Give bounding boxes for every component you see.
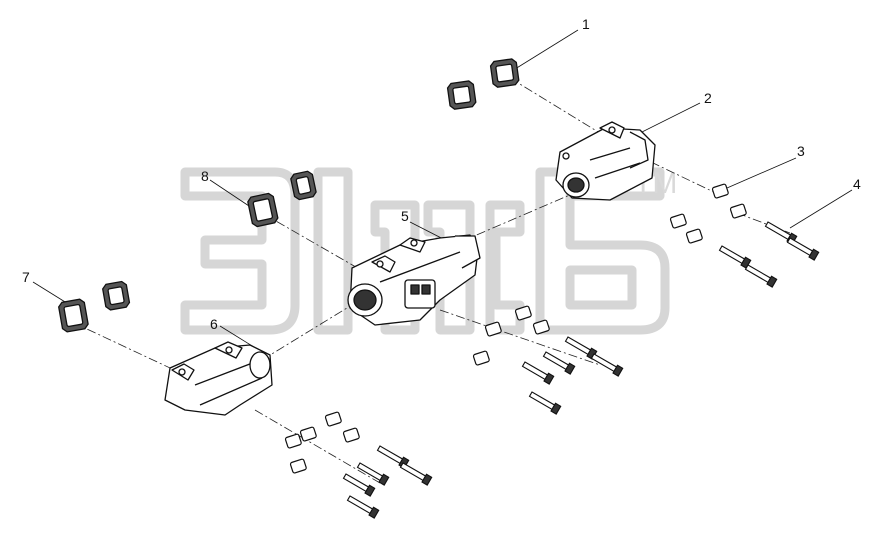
callout-7: 7 bbox=[22, 269, 30, 285]
bolt-icon bbox=[342, 473, 376, 497]
callout-8: 8 bbox=[201, 168, 209, 184]
gasket-pair-7 bbox=[58, 280, 131, 333]
bolt-icon bbox=[346, 495, 380, 519]
gasket-pair-8 bbox=[247, 170, 317, 228]
gasket-pair-1 bbox=[446, 58, 520, 110]
gasket-icon bbox=[290, 170, 317, 201]
bolt-icon bbox=[521, 361, 555, 385]
spacer-sleeves bbox=[284, 183, 747, 474]
gasket-icon bbox=[247, 192, 279, 228]
bolt-icon bbox=[744, 264, 778, 288]
callout-3: 3 bbox=[797, 143, 805, 159]
callout-6: 6 bbox=[210, 316, 218, 332]
manifold-section-2 bbox=[555, 121, 656, 201]
bolts bbox=[342, 221, 820, 519]
manifold-section-5 bbox=[347, 234, 481, 326]
gasket-icon bbox=[58, 298, 89, 333]
bolt-icon bbox=[542, 351, 576, 375]
bolt-icon bbox=[356, 462, 390, 486]
gasket-icon bbox=[102, 280, 131, 311]
bolt-icon bbox=[528, 391, 562, 415]
callout-4: 4 bbox=[853, 176, 861, 192]
callout-numbers: 1 2 3 4 5 6 7 8 bbox=[22, 16, 861, 332]
spacer-sleeve-icon bbox=[514, 305, 532, 321]
spacer-sleeve-icon bbox=[299, 426, 317, 442]
callout-1: 1 bbox=[582, 16, 590, 32]
spacer-sleeve-icon bbox=[342, 427, 360, 443]
callout-2: 2 bbox=[704, 90, 712, 106]
bolt-icon bbox=[376, 445, 410, 469]
manifold-section-6 bbox=[164, 341, 273, 416]
spacer-sleeve-icon bbox=[532, 319, 550, 335]
spacer-sleeve-icon bbox=[324, 411, 342, 427]
watermark-logo bbox=[180, 167, 670, 335]
spacer-sleeve-icon bbox=[711, 183, 729, 199]
bolt-icon bbox=[590, 353, 624, 377]
callout-5: 5 bbox=[401, 208, 409, 224]
spacer-sleeve-icon bbox=[484, 321, 502, 337]
spacer-sleeve-icon bbox=[289, 458, 307, 474]
bolt-icon bbox=[399, 462, 433, 486]
spacer-sleeve-icon bbox=[685, 228, 703, 244]
gasket-icon bbox=[489, 58, 520, 88]
bolt-icon bbox=[718, 245, 752, 269]
spacer-sleeve-icon bbox=[472, 350, 490, 366]
bolt-icon bbox=[786, 237, 820, 261]
bolt-icon bbox=[564, 336, 598, 360]
spacer-sleeve-icon bbox=[729, 203, 747, 219]
callout-leaders bbox=[32, 29, 853, 353]
spacer-sleeve-icon bbox=[669, 213, 687, 229]
gasket-icon bbox=[446, 80, 477, 110]
spacer-sleeve-icon bbox=[284, 433, 302, 449]
